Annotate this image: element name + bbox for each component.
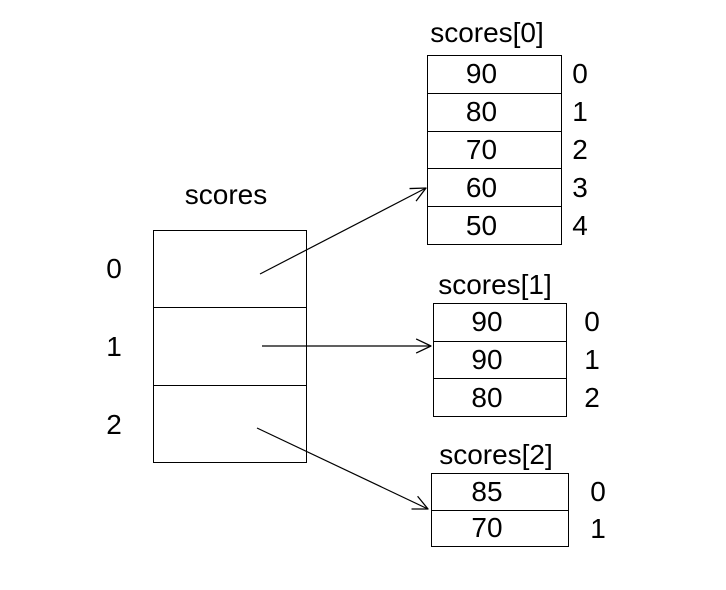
subarray-0-index-0: 0 (572, 58, 588, 89)
subarray-0-index-3: 3 (572, 172, 588, 203)
main-array-cell-1 (154, 307, 306, 384)
subarray-0-index-2: 2 (572, 134, 588, 165)
main-array-title: scores (184, 179, 268, 210)
main-array-index-1: 1 (106, 331, 122, 362)
subarray-2-cell-0: 85 (471, 475, 503, 507)
subarray-0-title: scores[0] (430, 17, 544, 48)
subarray-0-cell-1: 80 (428, 92, 561, 131)
subarray-0-cell-2: 70 (428, 130, 561, 169)
subarray-1-index-0: 0 (584, 306, 600, 337)
subarray-2-title: scores[2] (439, 439, 553, 470)
main-array-cell-2 (154, 384, 306, 462)
subarray-1-index-1: 1 (584, 344, 600, 375)
subarray-0-cell-3: 60 (428, 168, 561, 206)
subarray-2-index-1: 1 (590, 512, 606, 544)
subarray-1-index-2: 2 (584, 382, 600, 413)
subarray-0-cell-4: 50 (428, 206, 561, 244)
subarray-2-cell-1: 70 (432, 509, 568, 547)
main-array-index-2: 2 (106, 408, 122, 440)
subarray-0-index-1: 1 (572, 96, 588, 127)
subarray-0-index-4: 4 (572, 210, 588, 241)
main-array-cell-0 (154, 231, 306, 307)
main-array-box (153, 230, 307, 463)
subarray-0-box: 90 80 70 60 50 (427, 55, 562, 245)
main-array-index-0: 0 (106, 253, 122, 284)
subarray-1-cell-1: 90 (434, 340, 566, 379)
subarray-2-box: 85 70 (431, 473, 569, 547)
subarray-0-cell-0: 90 (465, 58, 498, 90)
subarray-1-cell-0: 90 (471, 306, 503, 338)
subarray-1-cell-2: 80 (434, 378, 566, 416)
subarray-1-title: scores[1] (438, 269, 552, 300)
subarray-1-box: 90 90 80 (433, 303, 567, 417)
subarray-2-index-0: 0 (590, 475, 606, 507)
